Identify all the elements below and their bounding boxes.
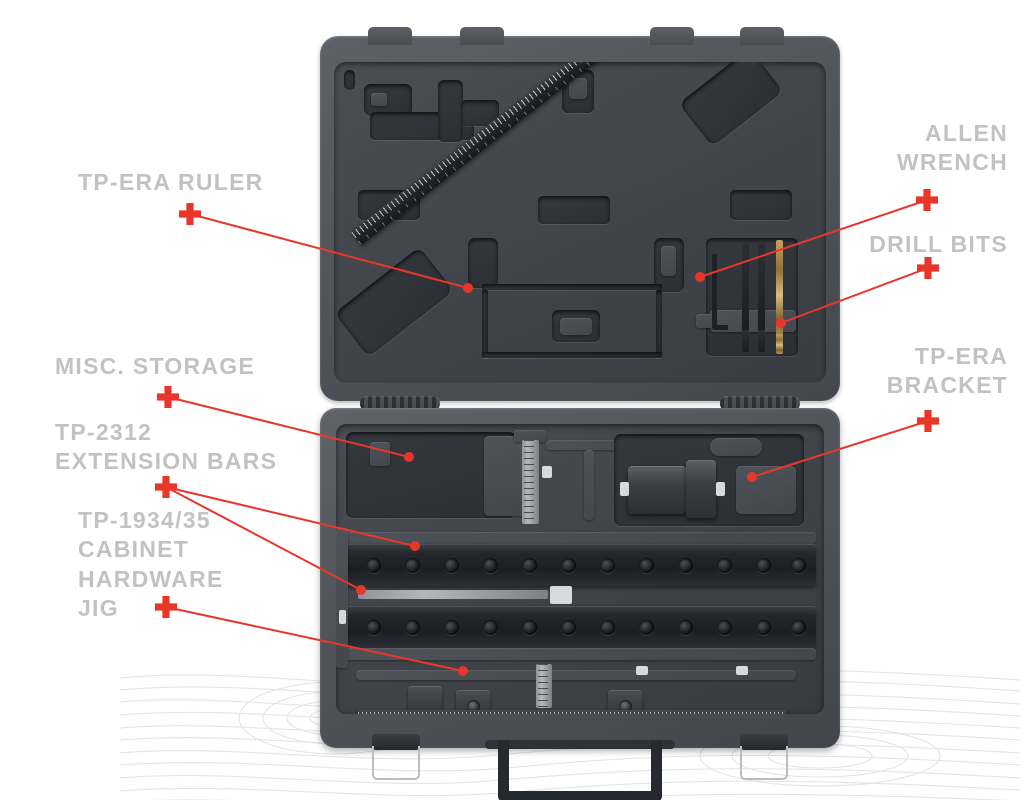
center-vertical-scale	[522, 440, 539, 524]
jig-hole-u10	[717, 558, 732, 573]
jig-hole-u6	[561, 558, 576, 573]
extension-bar-chip	[339, 610, 346, 624]
jig-hole-l4	[483, 620, 498, 635]
latch-left-wire[interactable]	[372, 746, 420, 780]
lid-cavity-center-top	[538, 196, 610, 224]
lid-cavity-ruler-lower	[334, 246, 454, 358]
lid-foam-tray	[334, 62, 826, 383]
tp-era-bracket	[686, 460, 716, 518]
annotation-label-drill-bits: DRILL BITS	[869, 231, 1008, 257]
jig-hole-l12	[791, 620, 806, 635]
jig-hole-u3	[444, 558, 459, 573]
jig-rail-upper	[344, 544, 816, 586]
lid-tab-right	[740, 27, 784, 45]
annotation-label-misc-storage: MISC. STORAGE	[55, 353, 256, 379]
tp-era-bracket-left	[628, 466, 686, 514]
lid-rib-center-bottom	[560, 318, 592, 335]
lid-cavity-center-left-post	[468, 238, 498, 288]
lid-tab-mid-right	[650, 27, 694, 45]
jig-hole-u5	[522, 558, 537, 573]
annotation-label-tp-1934-35-cabinet-hardware-jig: TP-1934/35 CABINET HARDWARE JIG	[78, 507, 224, 622]
annotation-label-tp-era-ruler: TP-ERA RULER	[78, 169, 264, 195]
jig-hole-u4	[483, 558, 498, 573]
lid-notch	[344, 70, 355, 90]
lid-rib-top-center	[569, 78, 587, 99]
lid-rib-bit-clamp-tail	[696, 314, 716, 328]
bracket-handle-rib	[710, 438, 762, 456]
drill-bit-2-shank	[758, 330, 765, 352]
annotation-label-tp-2312-extension-bars: TP-2312 EXTENSION BARS	[55, 419, 278, 475]
cross-marker-tp-era-bracket	[917, 410, 939, 432]
drill-bit-1	[742, 244, 749, 334]
jig-hole-u7	[600, 558, 615, 573]
jig-hole-u9	[678, 558, 693, 573]
lower-chip-far-right	[736, 666, 748, 675]
hinge-right	[720, 396, 800, 411]
drill-bit-3-shank	[776, 334, 783, 354]
jig-hole-u11	[756, 558, 771, 573]
lid-tab-mid-left	[460, 27, 504, 45]
lid-channel-right	[656, 290, 662, 358]
latch-right-wire[interactable]	[740, 746, 788, 780]
jig-hole-u8	[639, 558, 654, 573]
drill-bit-1-shank	[742, 330, 749, 352]
lid-cavity-vertical-post	[438, 80, 463, 142]
jig-hole-l3	[444, 620, 459, 635]
lid-cavity-mid-right	[730, 190, 792, 220]
lid-rib-clamp	[371, 93, 387, 106]
base-foam-tray	[336, 424, 824, 714]
jig-bottom-edge	[344, 648, 816, 660]
cross-marker-tp-2312-extension-bars	[155, 476, 177, 498]
lid-tab-left	[368, 27, 412, 45]
cross-marker-drill-bits	[917, 257, 939, 279]
bracket-rib-right	[736, 466, 796, 514]
lower-vertical-scale-ticks	[538, 664, 548, 708]
jig-hole-l6	[561, 620, 576, 635]
case-handle[interactable]	[498, 740, 662, 800]
lid-rib-bit-clamp	[710, 310, 796, 332]
jig-hole-l9	[678, 620, 693, 635]
jig-hole-l11	[756, 620, 771, 635]
jig-measuring-bar-ticks	[358, 712, 786, 714]
jig-hole-l1	[366, 620, 381, 635]
annotation-label-allen-wrench: ALLEN WRENCH	[896, 120, 1008, 176]
center-scale-cap	[514, 430, 546, 442]
annotation-label-tp-era-bracket: TP-ERA BRACKET	[886, 343, 1008, 399]
jig-center-block	[550, 586, 572, 604]
allen-wrench	[712, 254, 728, 330]
lower-chip-right	[636, 666, 648, 675]
cross-marker-allen-wrench	[916, 189, 938, 211]
lid-channel-left	[482, 290, 488, 358]
jig-top-edge	[344, 532, 816, 544]
base-rib-upper-post	[584, 450, 594, 520]
center-scale-chip	[542, 466, 552, 478]
jig-hole-l7	[600, 620, 615, 635]
cross-marker-misc-storage	[157, 386, 179, 408]
jig-hole-l2	[405, 620, 420, 635]
lower-vertical-scale	[536, 664, 552, 708]
lid-channel-bottom	[482, 352, 662, 358]
base-rib-upper-rail	[546, 440, 666, 450]
drill-bit-2	[758, 244, 765, 334]
jig-hole-u12	[791, 558, 806, 573]
case-base	[320, 408, 840, 748]
bracket-chip-left	[620, 482, 629, 496]
jig-hole-l8	[639, 620, 654, 635]
jig-slider-bar	[358, 590, 548, 599]
center-vertical-scale-ticks	[524, 440, 535, 524]
jig-measuring-bar	[358, 710, 786, 714]
misc-storage-clip	[370, 442, 390, 466]
jig-hole-l10	[717, 620, 732, 635]
lid-rib-center-right	[661, 246, 676, 276]
bracket-chip-right	[716, 482, 725, 496]
drill-bit-3-brass	[776, 240, 783, 340]
lid-channel-horizontal	[482, 284, 662, 290]
lower-shelf-rib	[356, 670, 796, 680]
extension-bar-left-stow	[336, 528, 348, 668]
cross-marker-tp-era-ruler	[179, 203, 201, 225]
jig-hole-u2	[405, 558, 420, 573]
jig-hole-l5	[522, 620, 537, 635]
jig-hole-u1	[366, 558, 381, 573]
